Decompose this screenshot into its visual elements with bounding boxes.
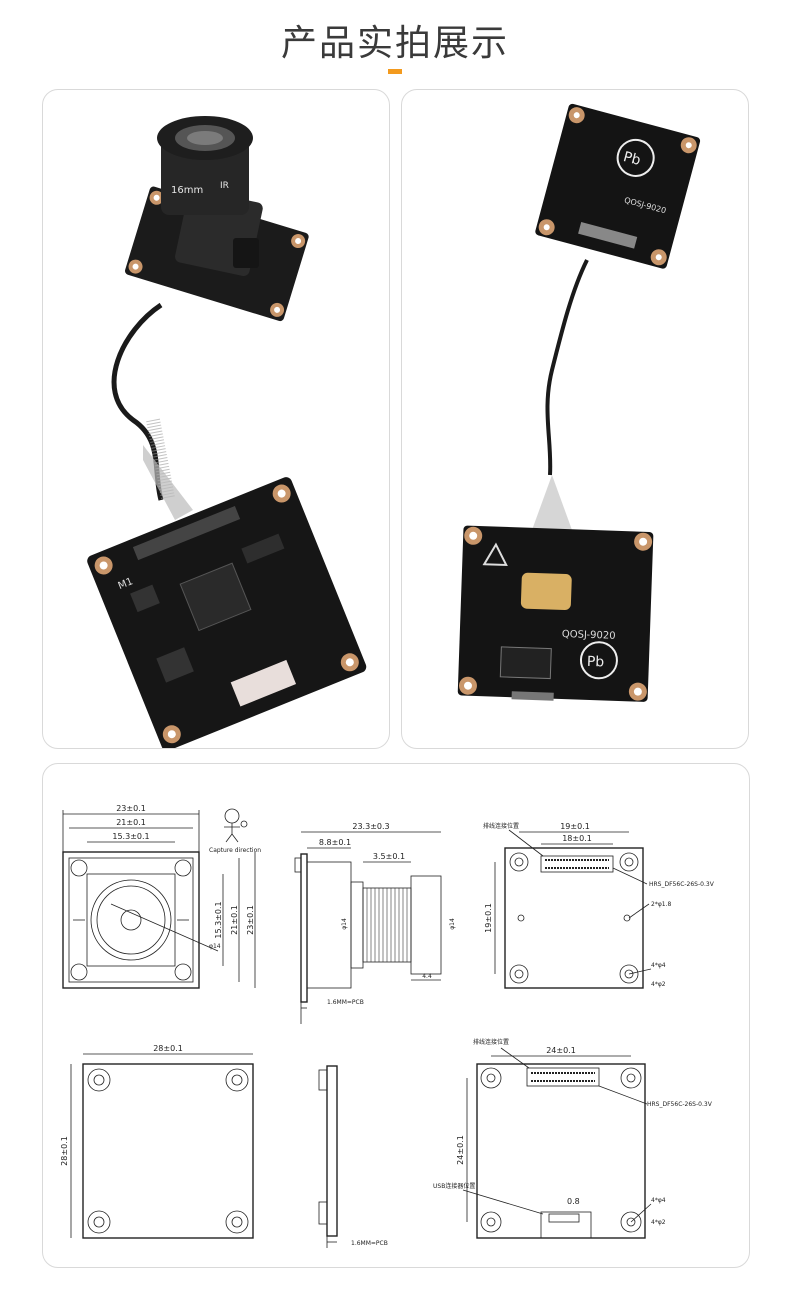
dim-front-height-outer: 23±0.1	[246, 905, 255, 935]
photo-card-right: Pb QOSJ-9020 Pb QOSJ-9020	[401, 89, 749, 749]
dim-front-height-mid: 21±0.1	[230, 905, 239, 935]
pb-symbol-bottom: Pb	[587, 654, 605, 671]
dim-large-hole-a: 4*φ4	[651, 1197, 666, 1204]
dim-front-height-inner: 15.3±0.1	[214, 901, 223, 938]
drawing-card: 23±0.1 21±0.1 15.3±0.1 15.3±0.1 21±0.1 2…	[42, 763, 750, 1268]
dim-front-width-mid: 21±0.1	[116, 818, 146, 827]
page-title: 产品实拍展示	[280, 23, 509, 64]
camera-photo-board-module: Pb QOSJ-9020 Pb QOSJ-9020	[457, 103, 701, 702]
dim-back-height: 19±0.1	[484, 903, 493, 933]
dim-large-width: 28±0.1	[153, 1044, 183, 1053]
large-back-connector-part: HRS_DF56C-26S-0.3V	[647, 1101, 713, 1108]
lens-ir-marking: IR	[220, 181, 229, 191]
pb-symbol-top: Pb	[621, 149, 642, 169]
dim-front-width-outer: 23±0.1	[116, 804, 146, 813]
dim-large-back-height: 24±0.1	[456, 1135, 465, 1165]
photo-card-left: 16mm IR M1	[42, 89, 390, 749]
dim-side-pcb: 1.6MM=PCB	[327, 999, 364, 1006]
board-model-marking: QOSJ-9020	[562, 629, 616, 642]
dim-large-back-width: 24±0.1	[546, 1046, 576, 1055]
dim-front-width-inner: 15.3±0.1	[112, 832, 149, 841]
side-view-large-board: 1.6MM=PCB	[318, 1065, 388, 1248]
dim-back-hole-a: 4*φ4	[651, 962, 666, 969]
camera-photo-lens-module: 16mm IR M1	[87, 116, 367, 748]
back-view-small-board: 19±0.1 18±0.1 排线连接位置 HRS_DF56C-26S-0.3V …	[483, 822, 715, 989]
dim-back-hole-b: 4*φ2	[651, 981, 666, 988]
dim-side-holder: 8.8±0.1	[319, 838, 351, 847]
title-accent-bar	[388, 69, 402, 74]
side-view-lens: 23.3±0.3 8.8±0.1 3.5±0.1 φ14 φ14 4.4 1.6…	[294, 822, 456, 1024]
dim-side-total: 23.3±0.3	[352, 822, 389, 831]
back-connector-part: HRS_DF56C-26S-0.3V	[649, 881, 715, 888]
front-view-large-board: 28±0.1 28±0.1	[60, 1044, 254, 1239]
dim-side-dia-right: φ14	[449, 918, 456, 930]
dim-lens-dia: φ14	[209, 943, 221, 950]
lens-marking: 16mm	[171, 185, 203, 196]
back-view-large-board: 24±0.1 排线连接位置 HRS_DF56C-26S-0.3V 24±0.1 …	[433, 1038, 713, 1239]
dim-back-hole-small: 2*φ1.8	[651, 901, 672, 908]
usb-label: USB连接器位置	[433, 1182, 475, 1190]
capture-direction-icon: Capture direction	[209, 808, 261, 854]
dim-side-thread: 3.5±0.1	[373, 852, 405, 861]
front-view-lens: 23±0.1 21±0.1 15.3±0.1 15.3±0.1 21±0.1 2…	[62, 804, 256, 989]
large-back-conn-label: 排线连接位置	[473, 1038, 509, 1046]
dim-side-dia-left: φ14	[341, 918, 348, 930]
board-marking: M1	[117, 576, 135, 592]
dim-large-side-pcb: 1.6MM=PCB	[351, 1240, 388, 1247]
dim-large-height: 28±0.1	[60, 1136, 69, 1166]
mechanical-drawing: 23±0.1 21±0.1 15.3±0.1 15.3±0.1 21±0.1 2…	[60, 804, 715, 1248]
dim-back-w1: 19±0.1	[560, 822, 590, 831]
dim-usb-pitch: 0.8	[567, 1197, 580, 1206]
dim-side-tip: 4.4	[422, 973, 432, 980]
capture-direction-label: Capture direction	[209, 847, 261, 854]
back-conn-label: 排线连接位置	[483, 822, 519, 830]
dim-large-hole-b: 4*φ2	[651, 1219, 666, 1226]
dim-back-w2: 18±0.1	[562, 834, 592, 843]
